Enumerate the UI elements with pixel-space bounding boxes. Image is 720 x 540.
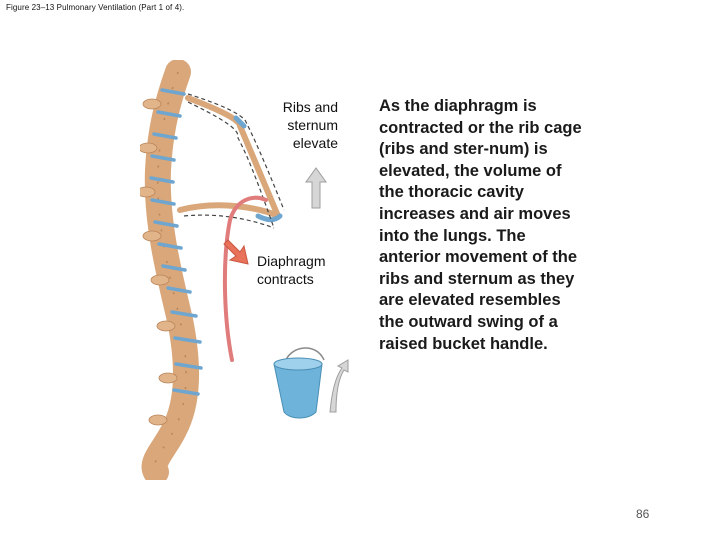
curved-arrow-icon [329,359,349,413]
diaphragm-outline [222,195,268,362]
rib-cage-outline [177,93,285,229]
down-arrow-icon [223,239,249,265]
diaphragm-label: Diaphragm contracts [257,253,326,287]
figure-caption: Figure 23–13 Pulmonary Ventilation (Part… [6,3,185,12]
page-number: 86 [636,507,650,521]
up-arrow-icon [305,167,327,209]
spine-illustration [140,60,203,480]
bucket-illustration [273,347,325,419]
ventilation-illustration [140,60,349,480]
body-paragraph: As the diaphragm is contracted or the ri… [379,97,582,353]
ribs-sternum-label: Ribs and sternum elevate [282,99,338,151]
